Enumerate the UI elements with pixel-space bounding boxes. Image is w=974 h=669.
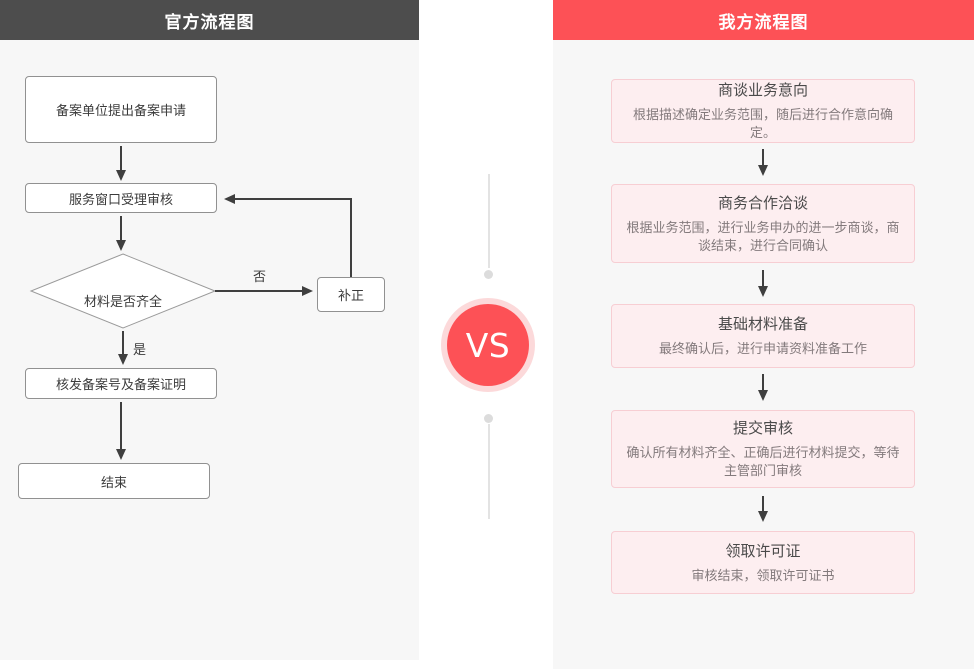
official-flow-panel: 官方流程图 备案单位提出备案申请 服务窗口受理审核 材料是否齐: [0, 0, 419, 660]
flow-decision-label: 材料是否齐全: [83, 295, 162, 310]
step-desc: 确认所有材料齐全、正确后进行材料提交，等待主管部门审核: [626, 446, 900, 479]
flow-node-issue: 核发备案号及备案证明: [25, 368, 217, 399]
divider-dot-top: [484, 270, 493, 279]
arrowhead-icon: [118, 354, 128, 365]
edge-label-no: 否: [253, 270, 267, 285]
arrowhead-icon: [302, 286, 313, 296]
our-flow-step-1: 商谈业务意向 根据描述确定业务范围，随后进行合作意向确定。: [611, 79, 915, 143]
our-flow-panel: 我方流程图 商谈业务意向 根据描述确定业务范围，随后进行合作意向确定。 商务合作…: [553, 0, 974, 669]
arrowhead-icon: [116, 449, 126, 460]
step-title: 提交审核: [732, 419, 793, 437]
flow-node-fix: 补正: [317, 277, 385, 312]
arrowhead-icon: [224, 194, 235, 204]
vs-badge: VS: [441, 298, 535, 392]
step-desc: 根据描述确定业务范围，随后进行合作意向确定。: [632, 108, 893, 141]
arrowhead-icon: [758, 511, 768, 522]
official-flow-header: 官方流程图: [0, 0, 419, 40]
arrowhead-icon: [116, 240, 126, 251]
divider-line-bottom: [488, 424, 490, 519]
our-flow-step-5: 领取许可证 审核结束，领取许可证书: [611, 531, 915, 594]
our-flow-header: 我方流程图: [553, 0, 974, 40]
flow-node-apply: 备案单位提出备案申请: [25, 76, 217, 143]
arrowhead-icon: [758, 286, 768, 297]
step-desc: 最终确认后，进行申请资料准备工作: [658, 342, 867, 357]
divider-line-top: [488, 174, 490, 268]
our-flow-step-4: 提交审核 确认所有材料齐全、正确后进行材料提交，等待主管部门审核: [611, 410, 915, 488]
flow-node-end: 结束: [18, 463, 210, 499]
edge-label-yes: 是: [133, 343, 147, 358]
arrowhead-icon: [116, 170, 126, 181]
vs-label: VS: [465, 325, 511, 365]
our-flow-step-3: 基础材料准备 最终确认后，进行申请资料准备工作: [611, 304, 915, 368]
step-desc: 审核结束，领取许可证书: [691, 568, 835, 584]
official-flow-title: 官方流程图: [164, 12, 255, 33]
our-flow-step-2: 商务合作洽谈 根据业务范围，进行业务申办的进一步商谈，商谈结束，进行合同确认: [611, 184, 915, 263]
step-title: 基础材料准备: [717, 315, 808, 333]
arrowhead-icon: [758, 390, 768, 401]
flow-node-review: 服务窗口受理审核: [25, 183, 217, 213]
our-flow-title: 我方流程图: [718, 12, 809, 33]
step-title: 商谈业务意向: [717, 81, 808, 99]
arrowhead-icon: [758, 165, 768, 176]
step-desc: 根据业务范围，进行业务申办的进一步商谈，商谈结束，进行合同确认: [626, 220, 900, 254]
vs-circle: VS: [447, 304, 529, 386]
step-title: 领取许可证: [725, 541, 801, 560]
step-title: 商务合作洽谈: [717, 193, 808, 212]
divider-dot-bottom: [484, 414, 493, 423]
